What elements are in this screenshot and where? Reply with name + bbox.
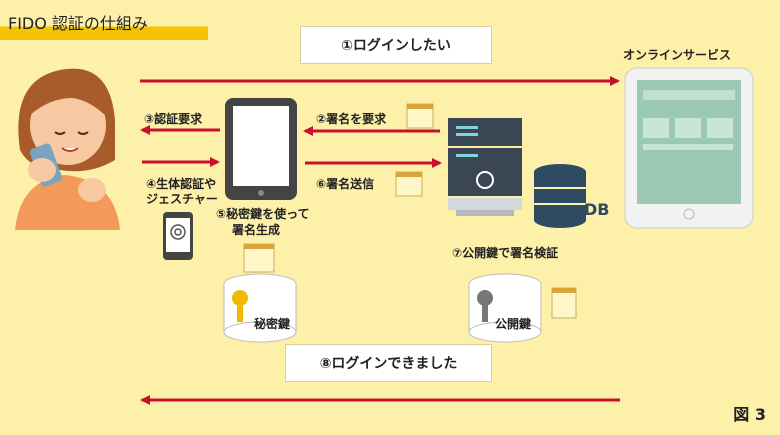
callout-login-request: ①ログインしたい <box>300 26 492 64</box>
db-label: DB <box>584 200 610 219</box>
tablet-device-icon <box>225 98 297 200</box>
step-5-label-line1: ⑤秘密鍵を使って <box>216 207 310 221</box>
step-3-label: ③認証要求 <box>144 112 203 126</box>
callout-login-complete: ⑧ログインできました <box>285 344 492 382</box>
database-icon <box>534 164 586 228</box>
private-key-storage-icon <box>223 273 297 343</box>
title-underline <box>0 10 208 40</box>
public-key-label: 公開鍵 <box>495 317 532 331</box>
step-7-label: ⑦公開鍵で署名検証 <box>452 246 559 260</box>
page-title: FIDO 認証の仕組み <box>8 14 148 33</box>
step-5-label-line2: 署名生成 <box>232 223 281 237</box>
user-illustration <box>15 68 120 230</box>
fingerprint-phone-icon <box>163 212 193 260</box>
service-label: オンラインサービス <box>623 48 732 62</box>
notepad-icon <box>395 171 423 197</box>
figure-number: 図 3 <box>733 405 766 424</box>
step-2-label: ②署名を要求 <box>316 112 387 126</box>
step-4-label-line1: ④生体認証や <box>146 177 217 191</box>
notepad-icon <box>406 103 434 129</box>
notepad-icon <box>551 287 577 319</box>
online-service-tablet-icon <box>624 67 754 229</box>
public-key-storage-icon <box>468 273 542 343</box>
server-icon <box>448 118 522 216</box>
notepad-icon <box>243 243 275 273</box>
private-key-label: 秘密鍵 <box>254 317 291 331</box>
step-4-label-line2: ジェスチャー <box>146 192 218 206</box>
step-6-label: ⑥署名送信 <box>316 177 375 191</box>
